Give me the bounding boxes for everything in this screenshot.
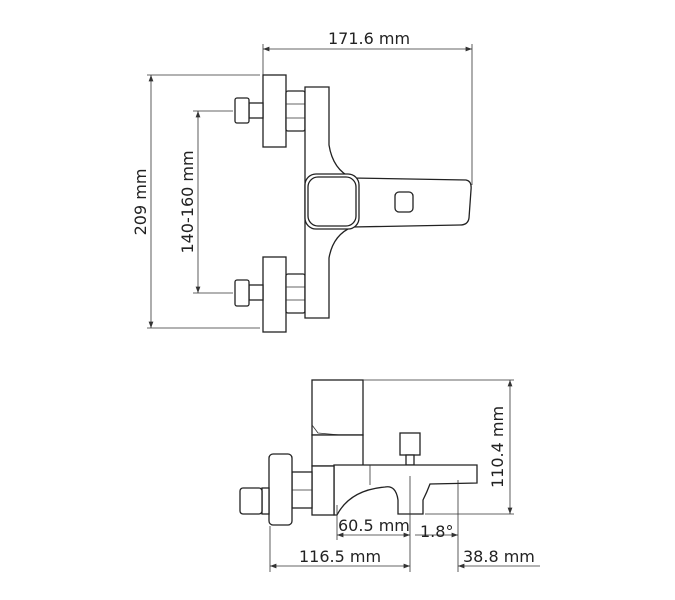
width-label: 171.6 mm [328, 29, 410, 48]
lower-flange [262, 256, 287, 333]
dimension-width: 171.6 mm [262, 29, 473, 185]
spout [333, 464, 478, 516]
side-height-label: 110.4 mm [488, 406, 507, 488]
dimension-height: 209 mm [131, 74, 260, 329]
handle-hole [394, 191, 414, 213]
wall-flange [268, 453, 293, 526]
body-and-handle [304, 86, 472, 319]
mixer-top-shape [234, 74, 472, 333]
upper-flange [262, 74, 287, 148]
outlet-to-tip-label: 38.8 mm [463, 547, 535, 566]
top-view: 171.6 mm 209 mm 140-160 mm [131, 29, 473, 333]
side-view: 110.4 mm 60.5 mm 1.8° 116.5 mm 38.8 mm [239, 379, 540, 572]
dimension-side-height: 110.4 mm [363, 379, 514, 515]
mixer-side-shape [239, 379, 478, 526]
angle-label: 1.8° [420, 522, 453, 541]
wall-to-outlet-label: 116.5 mm [299, 547, 381, 566]
spout-reach-label: 60.5 mm [338, 516, 410, 535]
dimension-lines-bottom [269, 476, 540, 572]
spacing-label: 140-160 mm [178, 150, 197, 253]
height-label: 209 mm [131, 169, 150, 236]
dimension-spacing: 140-160 mm [178, 110, 233, 294]
